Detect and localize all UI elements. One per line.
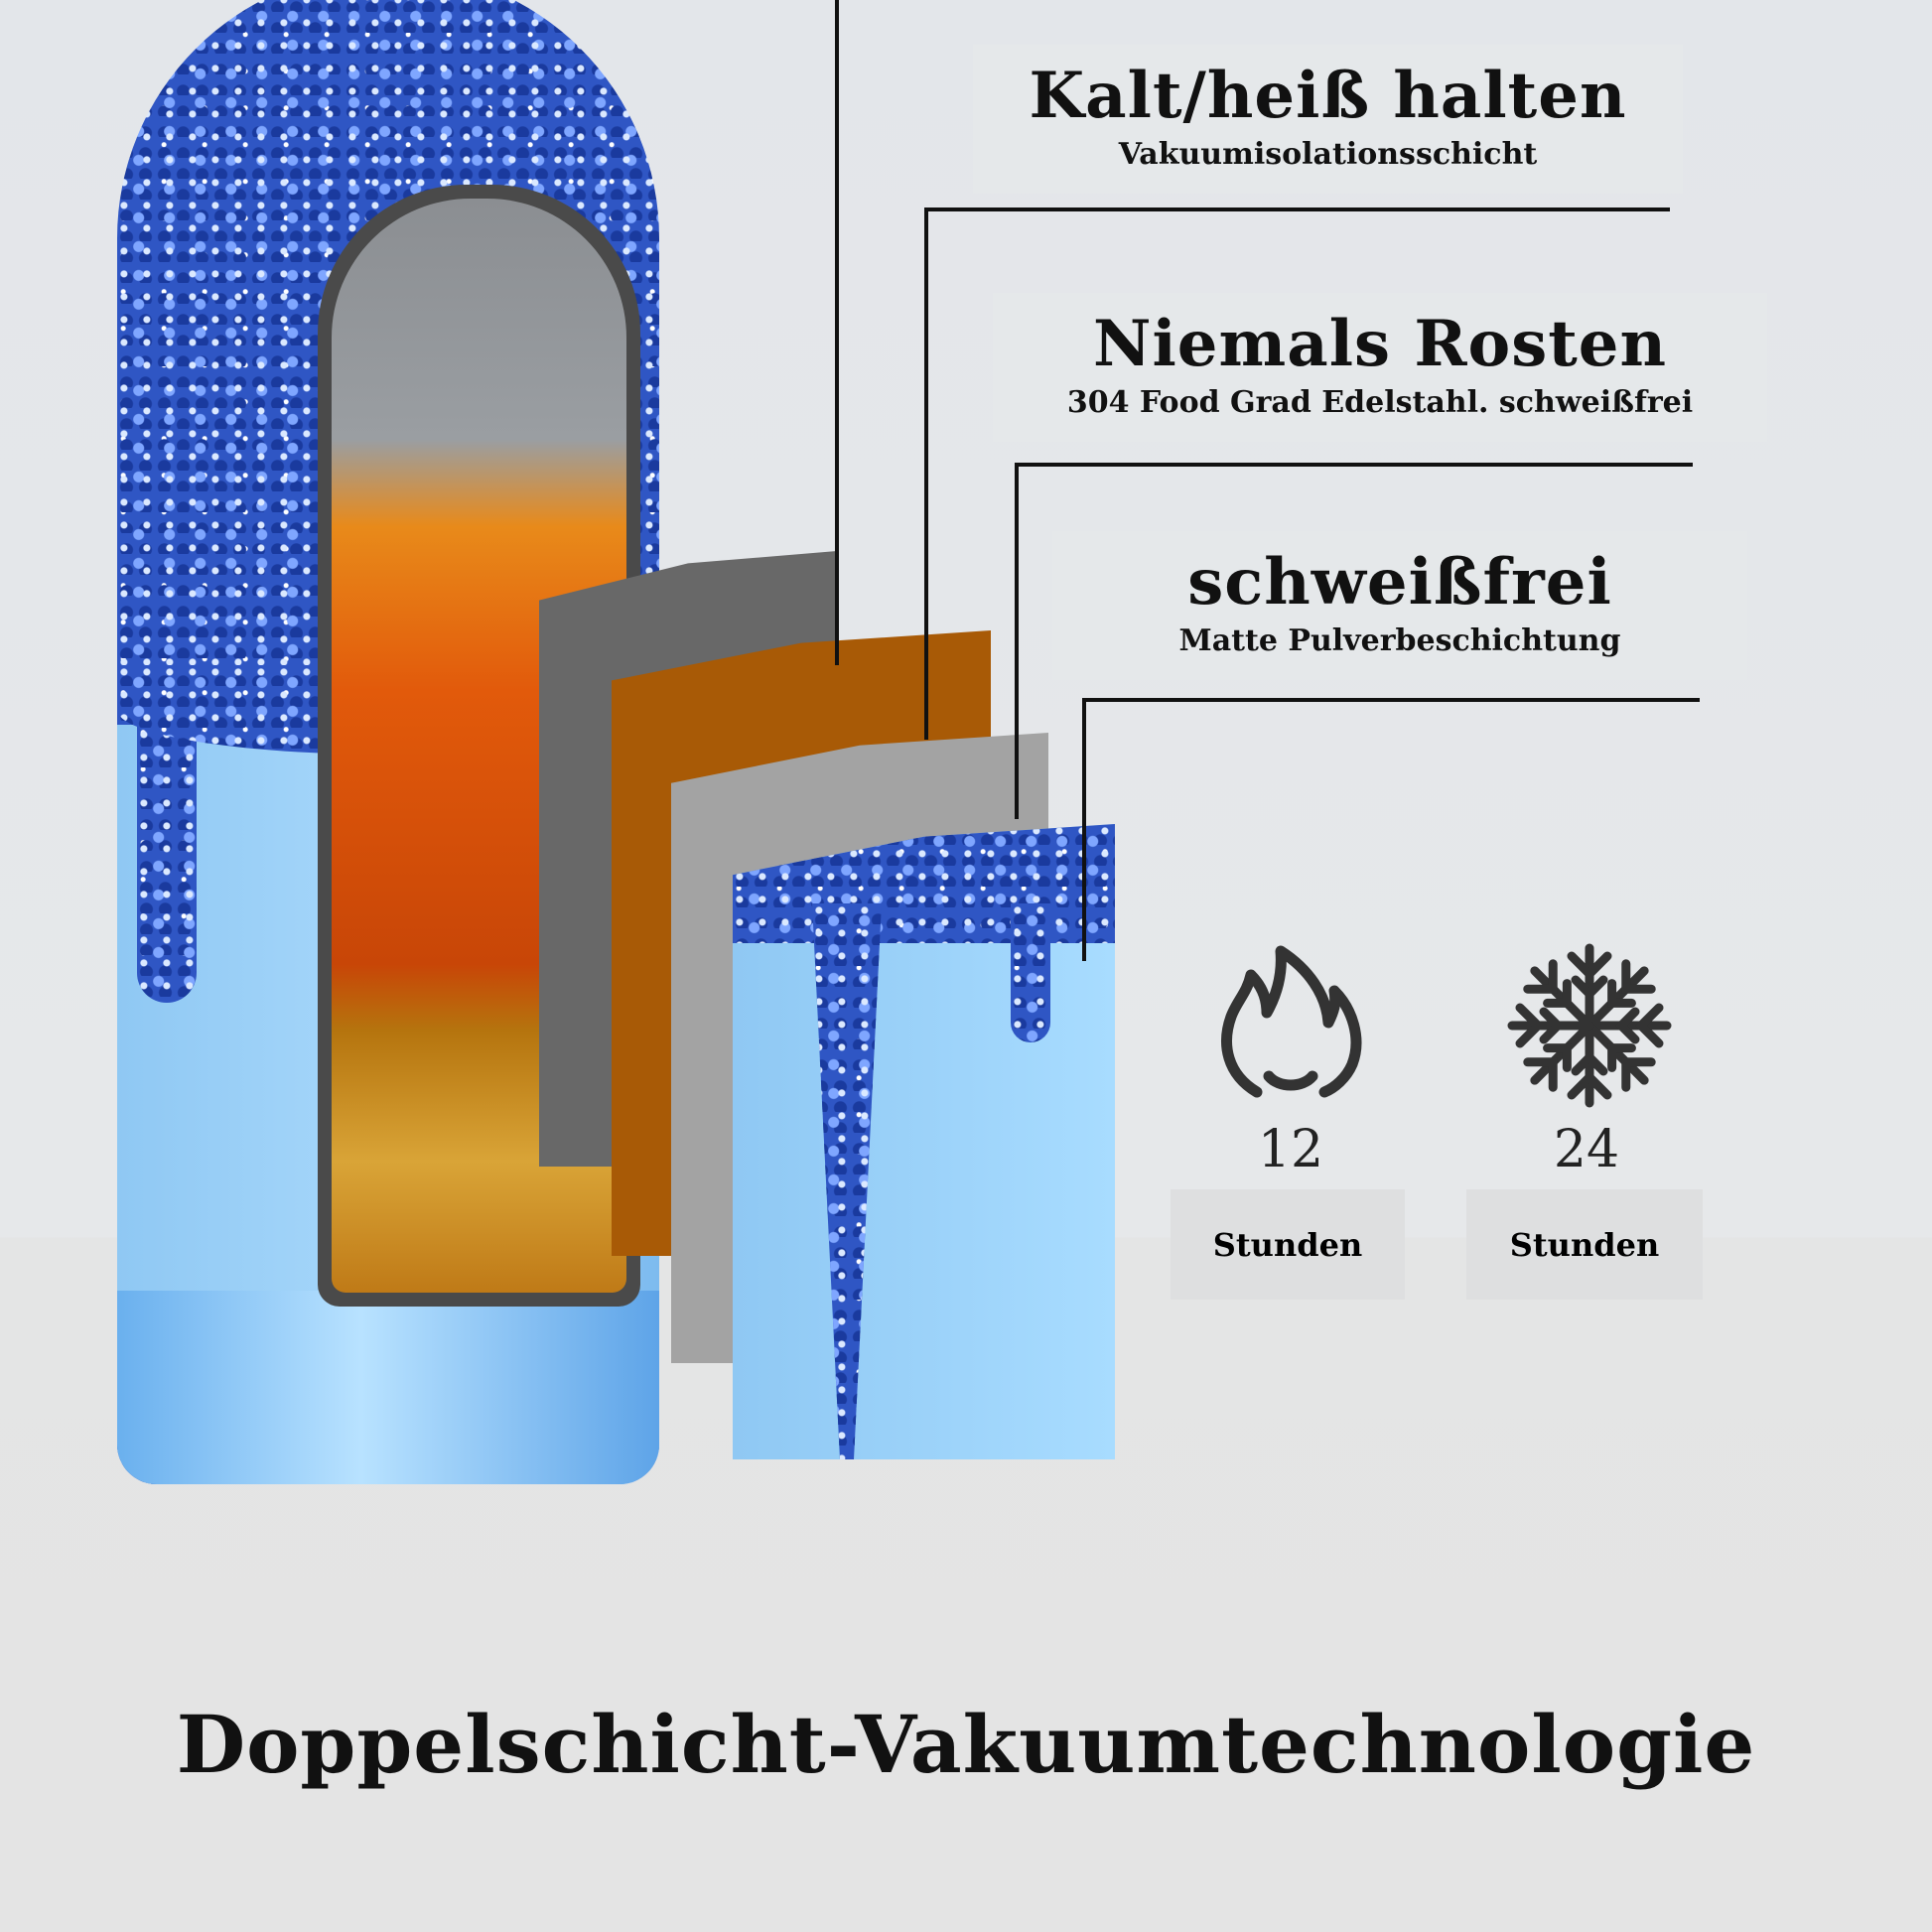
fire-icon [1221, 945, 1362, 1098]
leader-line [924, 207, 928, 740]
cold-hours-value: 24 [1553, 1120, 1620, 1179]
glitter-drip [812, 903, 882, 1459]
feature-subtitle: 304 Food Grad Edelstahl. schweißfrei [1066, 385, 1694, 420]
feature-label: Kalt/heiß halten Vakuumisolationsschicht [973, 45, 1683, 194]
layer-outer-coating [733, 824, 1115, 1459]
feature-subtitle: Vakuumisolationsschicht [1118, 137, 1538, 172]
feature-title: schweißfrei [1187, 545, 1612, 620]
snowflake-icon [1507, 943, 1672, 1108]
feature-title: Kalt/heiß halten [1029, 59, 1627, 133]
feature-label: Niemals Rosten 304 Food Grad Edelstahl. … [993, 293, 1767, 442]
feature-label: schweißfrei Matte Pulverbeschichtung [1052, 531, 1747, 680]
cold-hours-unit: Stunden [1466, 1189, 1703, 1300]
leader-line [924, 207, 1670, 211]
leader-line [1015, 463, 1019, 819]
headline: Doppelschicht-Vakuumtechnologie [176, 1698, 1756, 1791]
leader-line [1015, 463, 1693, 467]
leader-line [835, 0, 839, 665]
glitter-drip [1011, 903, 1050, 1042]
hot-hours-value: 12 [1257, 1120, 1324, 1179]
leader-line [1082, 698, 1700, 702]
feature-title: Niemals Rosten [1092, 307, 1668, 381]
feature-subtitle: Matte Pulverbeschichtung [1178, 623, 1621, 658]
leader-line [1082, 698, 1086, 961]
hot-hours-unit: Stunden [1171, 1189, 1405, 1300]
glitter-drip [137, 705, 197, 1003]
bottle-base [117, 1291, 659, 1484]
